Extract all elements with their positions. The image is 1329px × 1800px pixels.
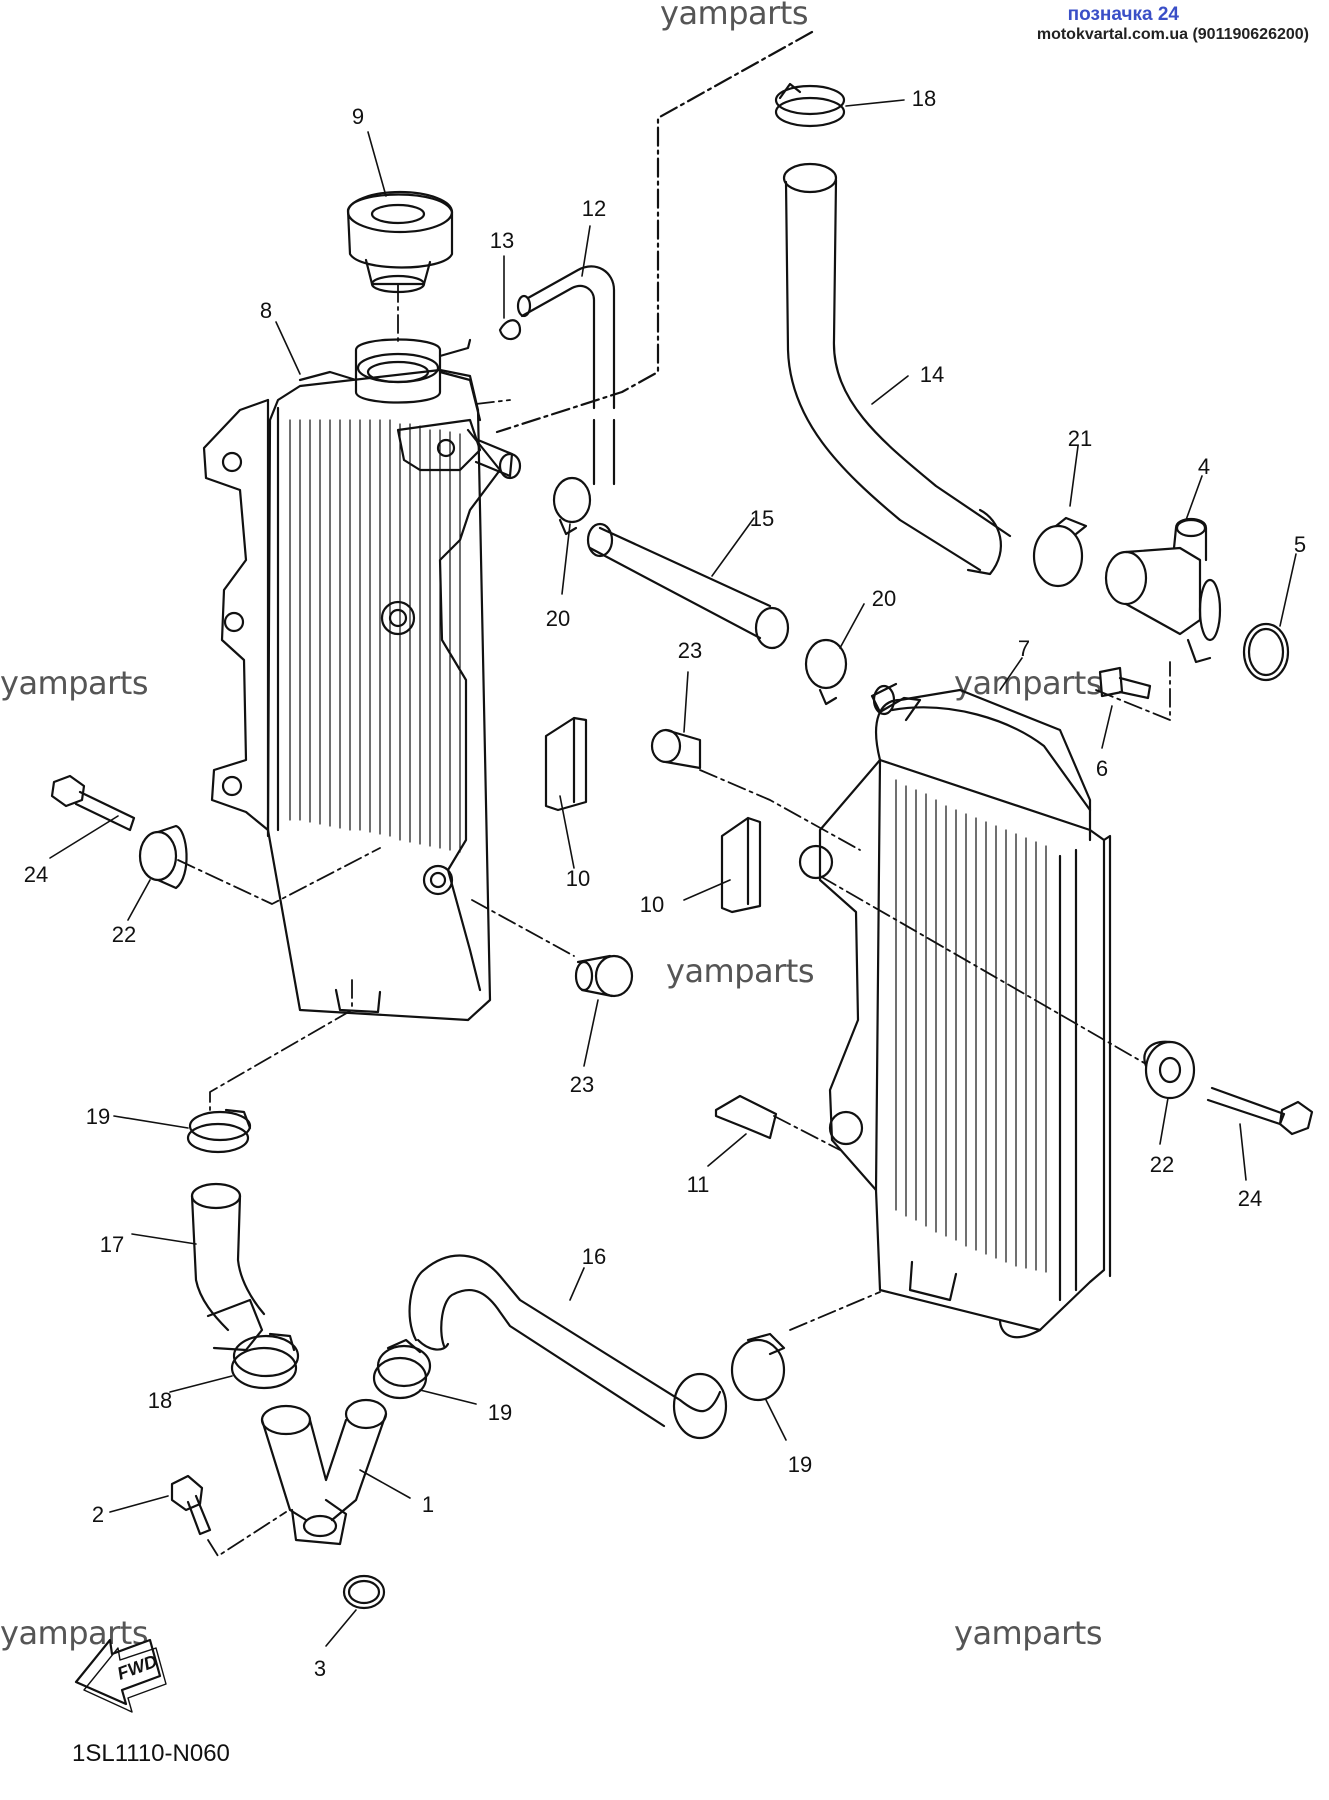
hose-16 [408,1254,728,1440]
callout-label: 6 [1096,756,1108,781]
callout-label: 23 [570,1072,594,1097]
clamp-19-a [186,1108,252,1154]
o-ring-3 [342,1574,386,1610]
callout-label: 9 [352,104,364,129]
header-tag: позначка 24 [1067,4,1179,25]
callout-label: 24 [1238,1186,1262,1211]
rubber-strip-10-a [544,716,588,812]
callout-label: 22 [1150,1152,1174,1177]
clamp-21 [1032,524,1084,588]
callout-label: 17 [100,1232,124,1257]
clamp-19-c [730,1332,786,1402]
clamp-20-b [804,638,848,690]
hose-clamp-top [774,82,846,128]
upper-hose [782,162,1012,576]
overflow-hose [516,265,616,486]
watermark: yamparts [666,952,815,990]
hose-15 [586,522,790,650]
left-radiator [202,338,522,1022]
pad-11 [714,1094,778,1140]
callout-label: 14 [920,362,944,387]
callout-label: 22 [112,922,136,947]
assembly-line [495,30,814,434]
fwd-arrow-icon [74,1638,167,1713]
callout-label: 7 [1018,636,1030,661]
callout-label: 4 [1198,454,1210,479]
callout-label: 16 [582,1244,606,1269]
callout-label: 5 [1294,532,1306,557]
callout-label: 23 [678,638,702,663]
collar-23-a [650,728,702,770]
callout-label: 24 [24,862,48,887]
callout-label: 20 [546,606,570,631]
callout-label: 13 [490,228,514,253]
watermark: yamparts [954,664,1103,702]
callout-label: 18 [912,86,936,111]
clamp-19-b [372,1338,432,1400]
o-ring-5 [1242,622,1290,682]
bolt-24-a [50,774,136,832]
watermark: yamparts [954,1614,1103,1652]
watermark: yamparts [0,664,149,702]
rubber-strip-10-b [720,816,762,914]
callout-label: 19 [488,1400,512,1425]
callout-label: 19 [788,1452,812,1477]
callout-label: 18 [148,1388,172,1413]
callout-label: 2 [92,1502,104,1527]
bolt-24-b [1206,1086,1314,1136]
fitting-4 [1104,517,1222,664]
callout-label: 15 [750,506,774,531]
callout-label: 21 [1068,426,1092,451]
clamp-18-b [230,1332,300,1390]
radiator-cap [346,190,454,294]
diagram-code: 1SL1110-N060 [72,1740,230,1767]
right-radiator [798,682,1112,1339]
bolt-6 [1098,666,1152,700]
header-site: motokvartal.com.ua (901190626200) [1036,26,1309,43]
collar-23-b [574,954,634,998]
bolt-2 [170,1474,212,1536]
callout-label: 10 [640,892,664,917]
hose-17 [190,1182,266,1352]
callout-label: 3 [314,1656,326,1681]
callout-label: 19 [86,1104,110,1129]
callout-label: 12 [582,196,606,221]
clip-13 [498,319,522,341]
grommet-22-a [138,824,188,890]
callout-label: 11 [687,1172,710,1197]
watermark: yamparts [660,0,809,32]
grommet-22-b [1143,1040,1196,1100]
callout-label: 1 [422,1492,434,1517]
callout-labels: 9 13 12 8 18 14 21 4 5 15 20 20 23 7 6 2… [24,86,1306,1681]
callout-label: 8 [260,298,272,323]
watermark: yamparts [0,1614,149,1652]
clamp-20-a [552,476,592,524]
y-pipe-1 [260,1398,388,1546]
callout-label: 20 [872,586,896,611]
callout-label: 10 [566,866,590,891]
